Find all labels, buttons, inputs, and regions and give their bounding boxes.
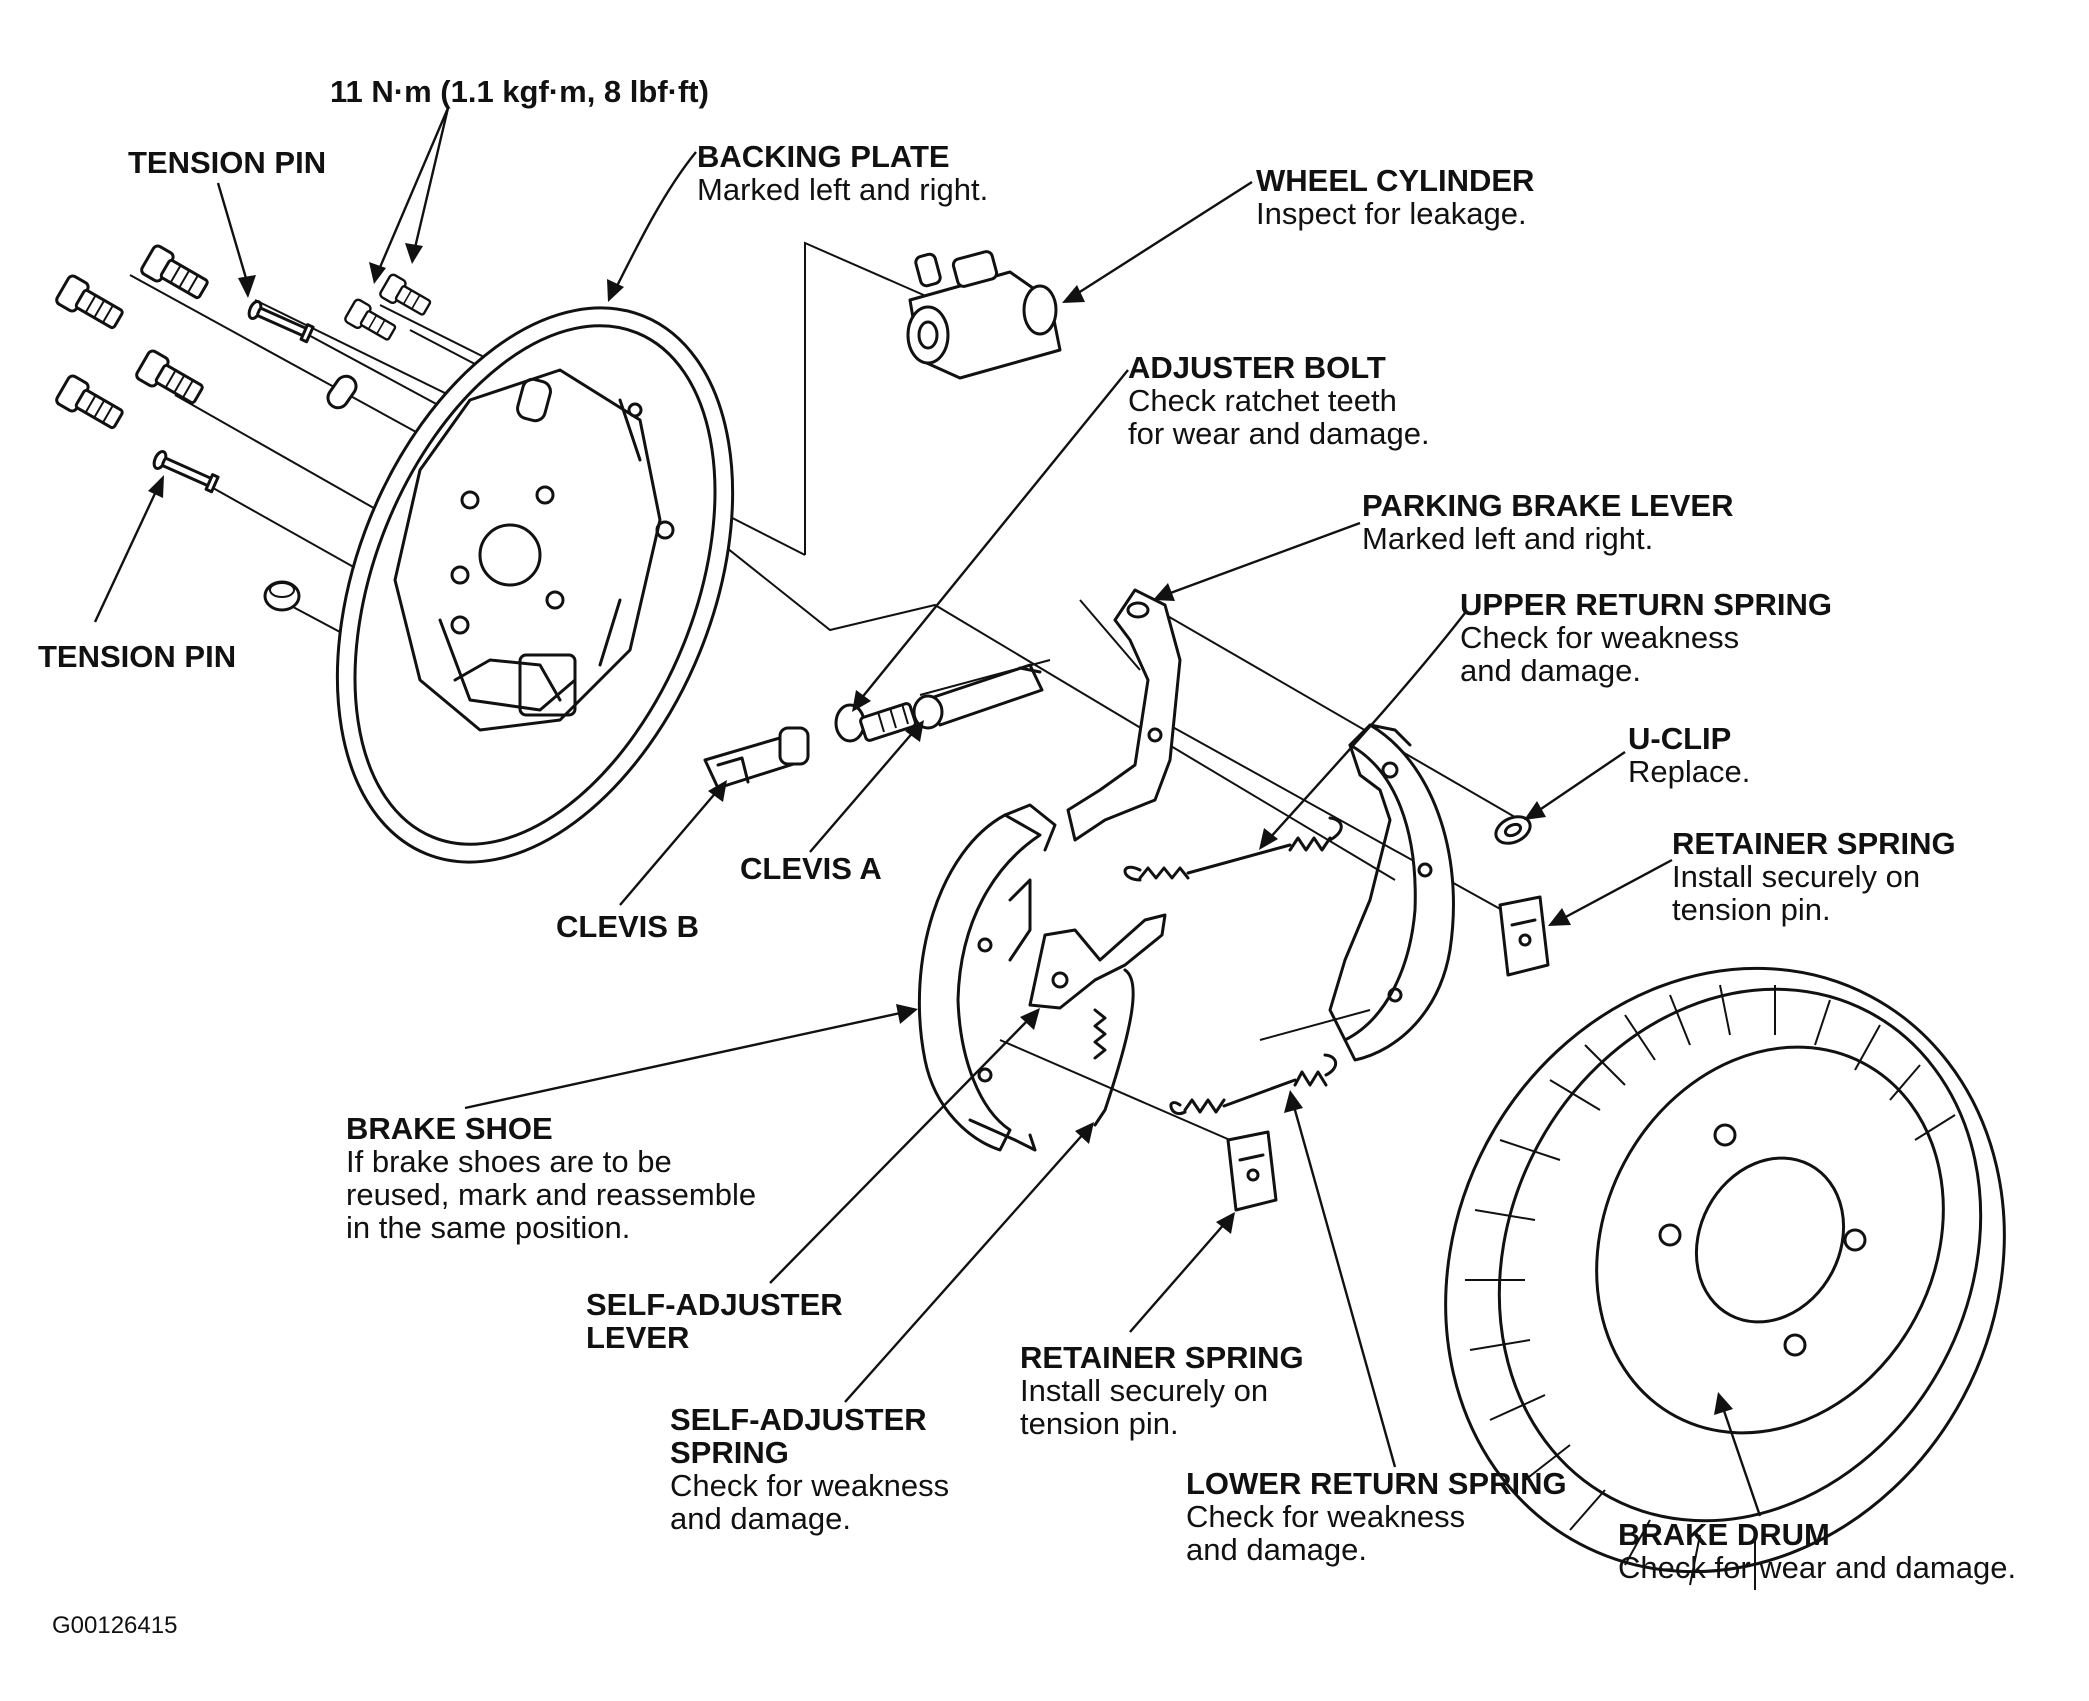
figure-id: G00126415 bbox=[52, 1612, 178, 1639]
label-desc: Check for wear and damage. bbox=[1618, 1550, 2017, 1585]
label-title: WHEEL CYLINDER bbox=[1256, 163, 1535, 198]
leader-lines bbox=[93, 107, 1762, 1517]
label-desc: Marked left and right. bbox=[697, 172, 989, 207]
adjuster-bolt-label: ADJUSTER BOLT Check ratchet teeth for we… bbox=[1128, 351, 1430, 450]
torque-spec-label: 11 N·m (1.1 kgf·m, 8 lbf·ft) bbox=[330, 74, 709, 109]
brake-drum-part bbox=[1444, 966, 2006, 1590]
self-adjuster-lever-label: SELF-ADJUSTER LEVER bbox=[586, 1288, 843, 1354]
clevis-b-label: CLEVIS B bbox=[556, 910, 699, 943]
brake-drum-label: BRAKE DRUM Check for wear and damage. bbox=[1618, 1518, 2016, 1584]
tension-pin-bottom-label: TENSION PIN bbox=[38, 640, 236, 673]
label-desc: Install securely on tension pin. bbox=[1672, 859, 1921, 927]
retainer-spring-right-label: RETAINER SPRING Install securely on tens… bbox=[1672, 827, 1956, 926]
label-title: BRAKE DRUM bbox=[1618, 1517, 1830, 1552]
label-desc: Inspect for leakage. bbox=[1256, 196, 1527, 231]
label-title: BRAKE SHOE bbox=[346, 1111, 553, 1146]
label-title: SELF-ADJUSTER LEVER bbox=[586, 1287, 843, 1355]
label-desc: Check ratchet teeth for wear and damage. bbox=[1128, 383, 1430, 451]
label-desc: Check for weakness and damage. bbox=[670, 1468, 950, 1536]
left-brake-shoe-part bbox=[917, 803, 1057, 1152]
label-desc: Replace. bbox=[1628, 754, 1751, 789]
tension-pins bbox=[152, 300, 315, 494]
tension-pin-top-label: TENSION PIN bbox=[128, 146, 326, 179]
retainer-spring-bottom-label: RETAINER SPRING Install securely on tens… bbox=[1020, 1341, 1304, 1440]
grommets bbox=[263, 374, 358, 612]
label-title: LOWER RETURN SPRING bbox=[1186, 1466, 1567, 1501]
self-adjuster-lever-part bbox=[1028, 913, 1167, 1010]
label-title: PARKING BRAKE LEVER bbox=[1362, 488, 1734, 523]
label-title: U-CLIP bbox=[1628, 721, 1732, 756]
backing-plate-label: BACKING PLATE Marked left and right. bbox=[697, 140, 988, 206]
backing-plate-part bbox=[335, 306, 735, 864]
retainer-spring-parts bbox=[1226, 895, 1550, 1212]
clevis-a-label: CLEVIS A bbox=[740, 852, 882, 885]
label-title: RETAINER SPRING bbox=[1020, 1340, 1304, 1375]
self-adjuster-spring-label: SELF-ADJUSTER SPRING Check for weakness … bbox=[670, 1403, 949, 1535]
u-clip-part bbox=[1494, 815, 1532, 845]
label-title: TENSION PIN bbox=[128, 145, 327, 180]
label-title: CLEVIS B bbox=[556, 909, 699, 944]
label-desc: Check for weakness and damage. bbox=[1460, 620, 1740, 688]
label-title: RETAINER SPRING bbox=[1672, 826, 1956, 861]
u-clip-label: U-CLIP Replace. bbox=[1628, 722, 1750, 788]
springs bbox=[1093, 816, 1343, 1127]
label-desc: Check for weakness and damage. bbox=[1186, 1499, 1466, 1567]
label-title: UPPER RETURN SPRING bbox=[1460, 587, 1833, 622]
label-title: ADJUSTER BOLT bbox=[1128, 350, 1386, 385]
parking-brake-lever-part bbox=[1066, 588, 1182, 842]
right-brake-shoe-part bbox=[1328, 723, 1455, 1062]
brake-shoe-label: BRAKE SHOE If brake shoes are to be reus… bbox=[346, 1112, 756, 1244]
parking-brake-lever-label: PARKING BRAKE LEVER Marked left and righ… bbox=[1362, 489, 1733, 555]
label-title: TENSION PIN bbox=[38, 639, 237, 674]
label-title: BACKING PLATE bbox=[697, 139, 950, 174]
label-title: SELF-ADJUSTER SPRING bbox=[670, 1402, 927, 1470]
upper-return-spring-label: UPPER RETURN SPRING Check for weakness a… bbox=[1460, 588, 1832, 687]
label-desc: Install securely on tension pin. bbox=[1020, 1373, 1269, 1441]
wheel-cylinder-part bbox=[906, 250, 1062, 380]
adjuster-assembly bbox=[703, 663, 1044, 790]
label-desc: If brake shoes are to be reused, mark an… bbox=[346, 1144, 757, 1245]
lower-return-spring-label: LOWER RETURN SPRING Check for weakness a… bbox=[1186, 1467, 1567, 1566]
mounting-bolts bbox=[55, 244, 432, 430]
label-desc: Marked left and right. bbox=[1362, 521, 1654, 556]
wheel-cylinder-label: WHEEL CYLINDER Inspect for leakage. bbox=[1256, 164, 1534, 230]
label-title: CLEVIS A bbox=[740, 851, 882, 886]
